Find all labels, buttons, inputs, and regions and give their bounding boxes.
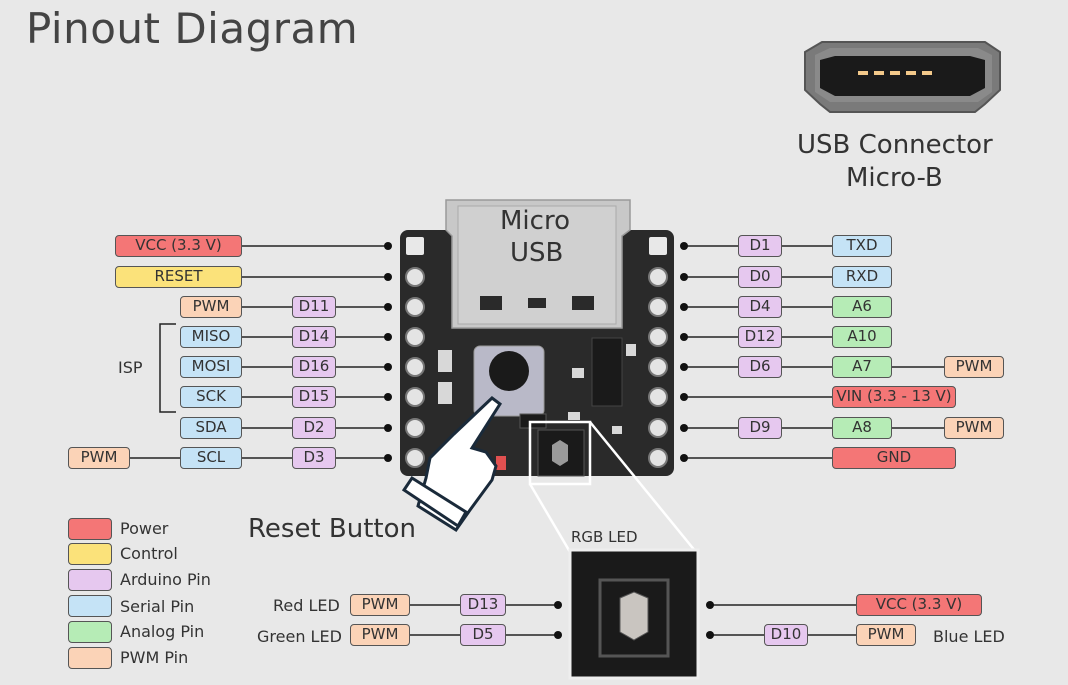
pin-label-d0: D0 — [738, 266, 782, 288]
usb-connector-line1: USB Connector — [797, 130, 993, 160]
micro-usb-line1: Micro — [500, 206, 570, 236]
pin-label-sda: SDA — [180, 417, 242, 439]
red-led-pwm: PWM — [350, 594, 410, 616]
blue-led-label: Blue LED — [933, 627, 1005, 646]
legend-swatch-arduino — [68, 569, 112, 591]
pin-label-d16: D16 — [292, 356, 336, 378]
pin-label-scl: SCL — [180, 447, 242, 469]
pin-label-vcc: VCC (3.3 V) — [115, 235, 242, 257]
pin-label-txd: TXD — [832, 235, 892, 257]
rgb-led-detail — [568, 548, 700, 680]
pin-label-d3: D3 — [292, 447, 336, 469]
pin-label-d15: D15 — [292, 386, 336, 408]
pin-label-a10: A10 — [832, 326, 892, 348]
pin-label-sck: SCK — [180, 386, 242, 408]
micro-usb-line2: USB — [510, 238, 564, 268]
left-lines — [130, 245, 388, 459]
legend-swatch-power — [68, 518, 112, 540]
pin-label-d1: D1 — [738, 235, 782, 257]
pin-label-mosi: MOSI — [180, 356, 242, 378]
green-led-pin: D5 — [460, 624, 506, 646]
board — [400, 199, 674, 477]
pin-label-d14: D14 — [292, 326, 336, 348]
pin-label-a7: A7 — [832, 356, 892, 378]
pin-label-a6: A6 — [832, 296, 892, 318]
usb-connector-line2: Micro-B — [846, 163, 943, 193]
pin-label-pwm: PWM — [68, 447, 130, 469]
legend-swatch-control — [68, 543, 112, 565]
red-led-label: Red LED — [273, 596, 340, 615]
legend-label-analog: Analog Pin — [120, 622, 205, 641]
pin-label-d2: D2 — [292, 417, 336, 439]
green-led-label: Green LED — [257, 627, 342, 646]
pointing-hand-icon — [401, 396, 503, 533]
pin-label-gnd: GND — [832, 447, 956, 469]
pin-label-rxd: RXD — [832, 266, 892, 288]
pin-label-pwm: PWM — [944, 356, 1004, 378]
pin-label-d6: D6 — [738, 356, 782, 378]
legend-label-serial: Serial Pin — [120, 597, 195, 616]
isp-label: ISP — [118, 358, 143, 377]
pin-label-d9: D9 — [738, 417, 782, 439]
callout-lines — [528, 420, 697, 553]
legend-swatch-serial — [68, 595, 112, 617]
red-led-pin: D13 — [460, 594, 506, 616]
legend-label-pwm: PWM Pin — [120, 648, 189, 667]
green-led-pwm: PWM — [350, 624, 410, 646]
blue-led-pwm: PWM — [856, 624, 916, 646]
usb-connector-icon — [804, 41, 1001, 113]
pin-label-d11: D11 — [292, 296, 336, 318]
pin-label-d4: D4 — [738, 296, 782, 318]
pin-label-miso: MISO — [180, 326, 242, 348]
pin-label-pwm: PWM — [180, 296, 242, 318]
legend-label-control: Control — [120, 544, 178, 563]
page-title: Pinout Diagram — [26, 4, 359, 53]
pin-label-d12: D12 — [738, 326, 782, 348]
reset-button-label: Reset Button — [248, 514, 416, 544]
pin-label-a8: A8 — [832, 417, 892, 439]
legend-swatch-pwm — [68, 647, 112, 669]
legend-swatch-analog — [68, 621, 112, 643]
blue-led-pin: D10 — [764, 624, 808, 646]
right-lines — [684, 245, 944, 459]
pin-label-pwm: PWM — [944, 417, 1004, 439]
pin-label-vin: VIN (3.3 - 13 V) — [832, 386, 956, 408]
legend-label-power: Power — [120, 519, 169, 538]
pin-label-reset: RESET — [115, 266, 242, 288]
legend-label-arduino: Arduino Pin — [120, 570, 211, 589]
rgb-vcc-label: VCC (3.3 V) — [856, 594, 982, 616]
rgb-led-title: RGB LED — [571, 528, 638, 546]
